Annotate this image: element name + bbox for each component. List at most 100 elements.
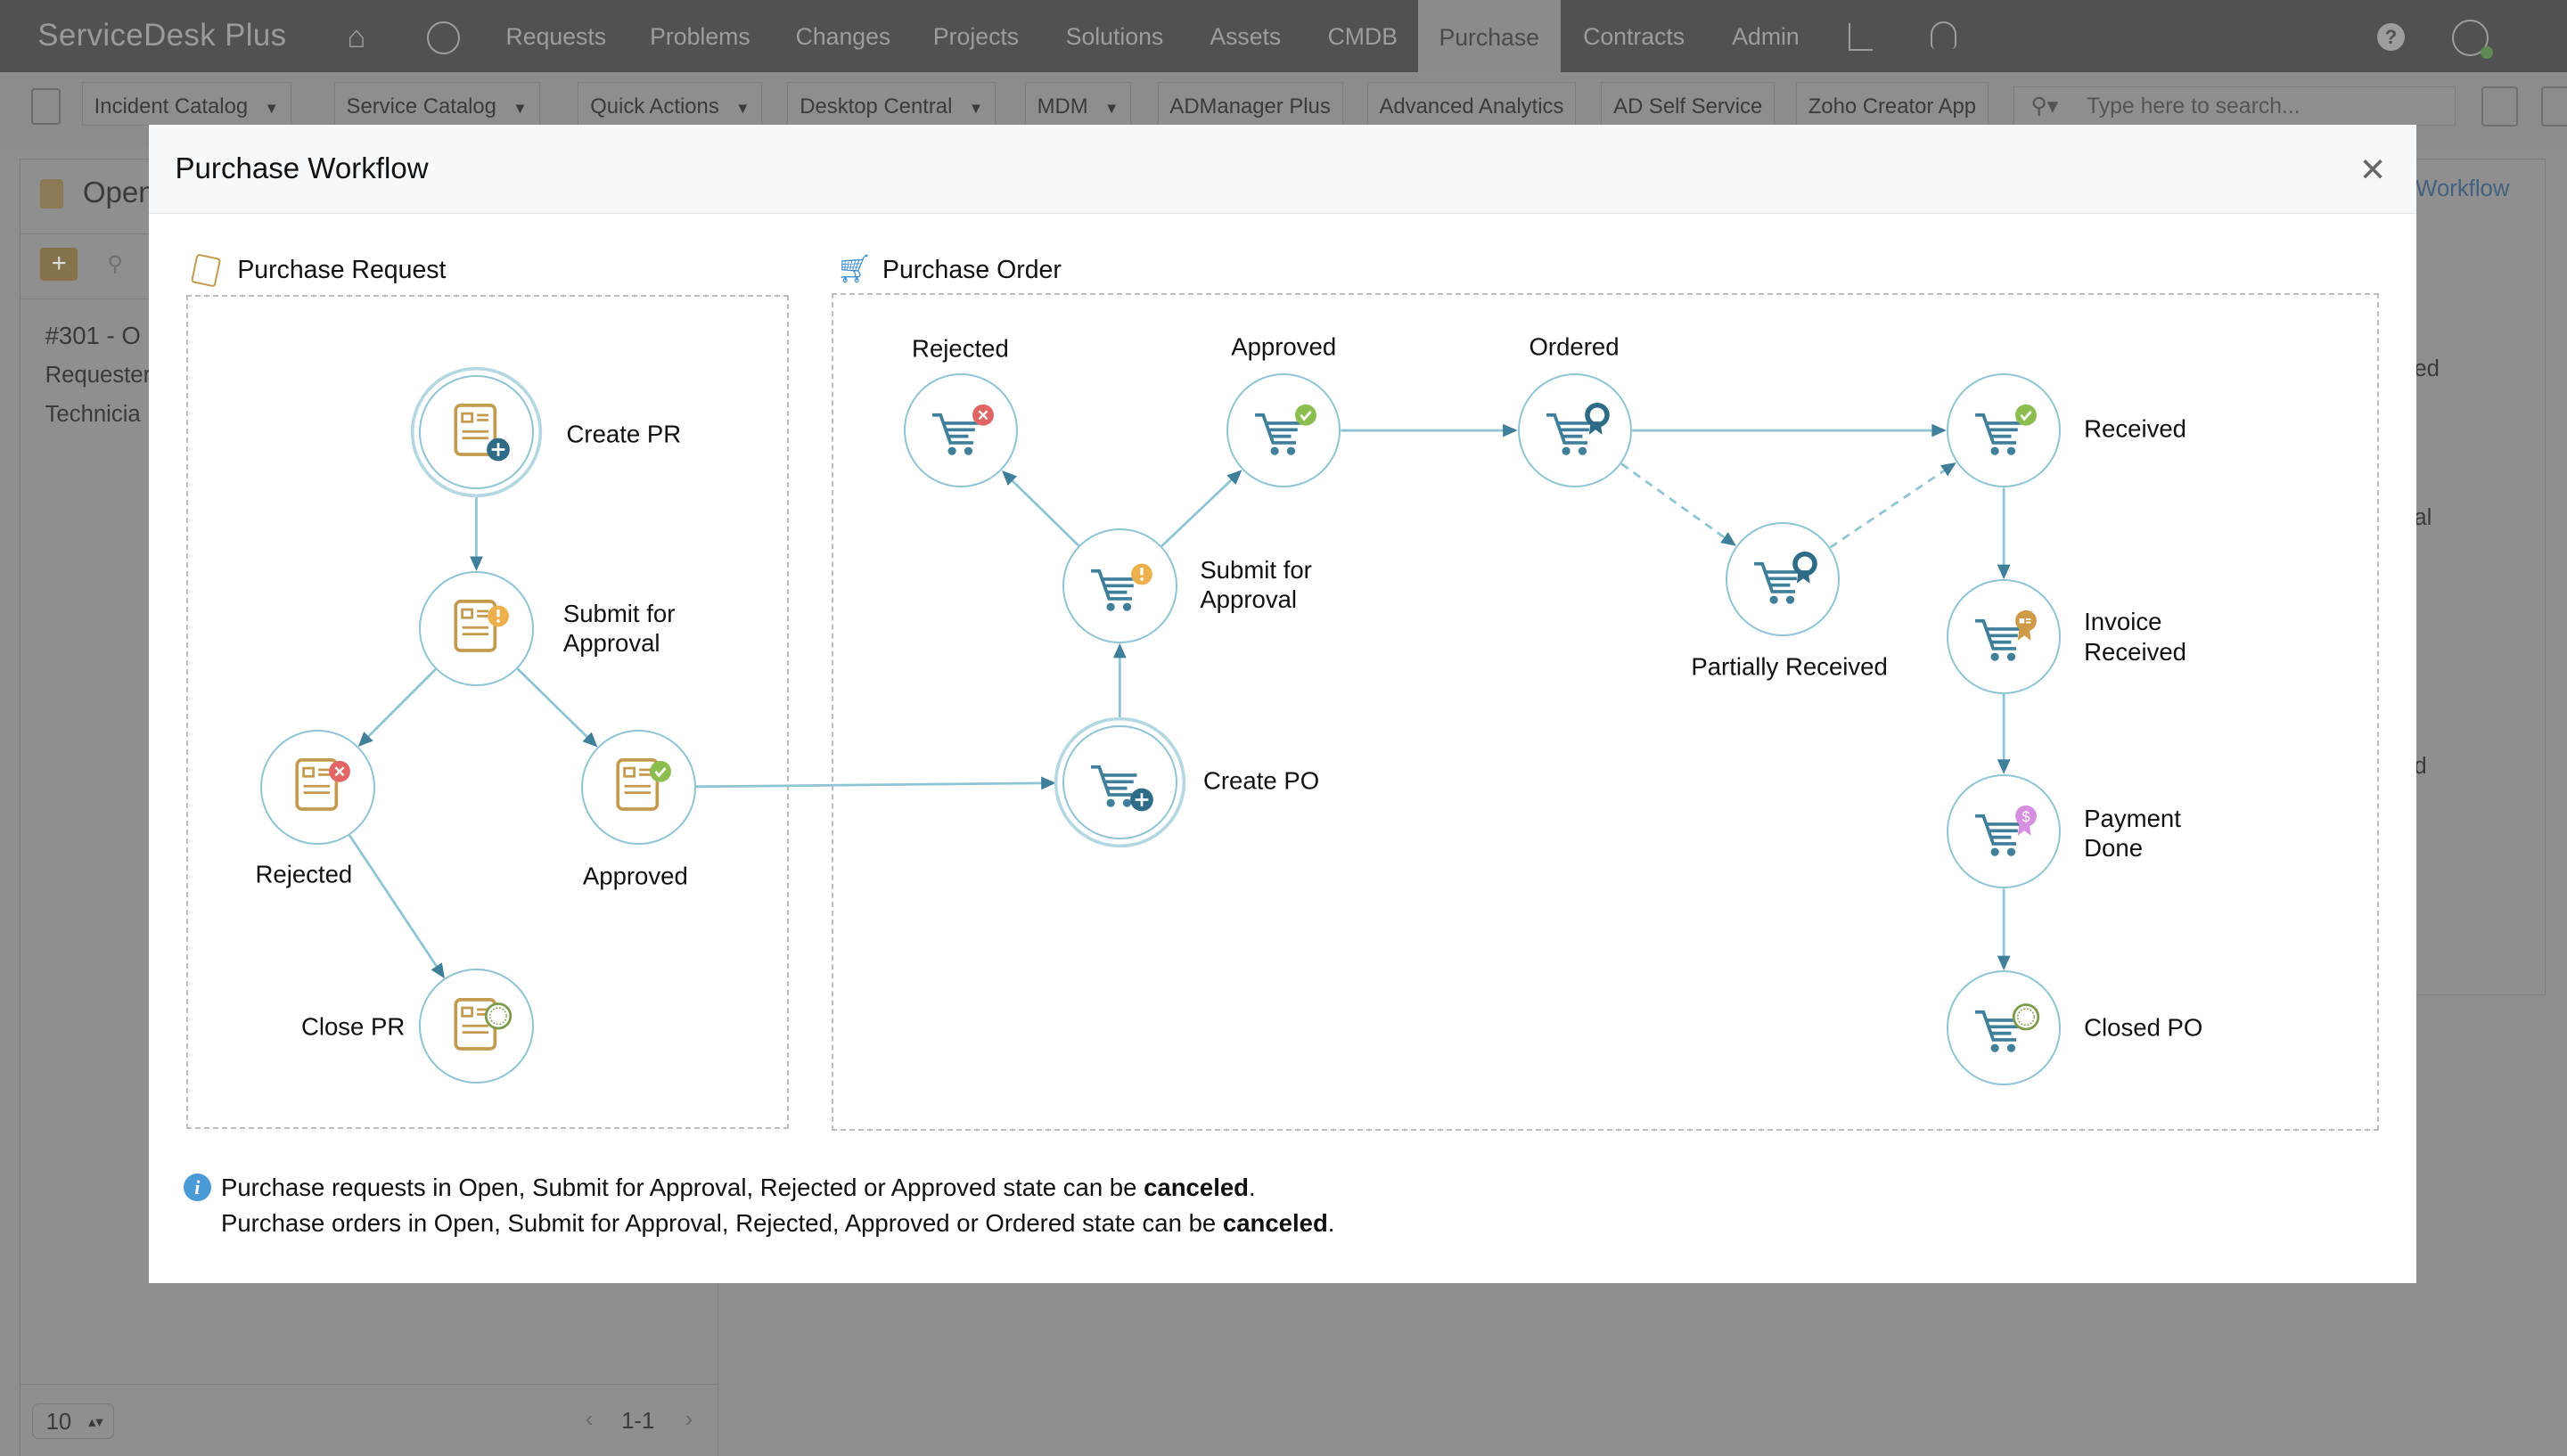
arrow-head-icon (1503, 423, 1518, 438)
state-label: Create PO (1202, 766, 1320, 795)
state-label: Rejected (255, 860, 353, 888)
purchase-request-icon (454, 403, 511, 462)
new-request-icon[interactable] (30, 88, 62, 125)
arrow-head-icon (1997, 759, 2011, 774)
toolbar-item-label: Service Catalog (346, 94, 496, 119)
workflow-link[interactable]: Workflow (2415, 176, 2510, 201)
toolbar-item-mdm[interactable]: MDM ▼ (1024, 81, 1132, 127)
notifications-icon[interactable] (2540, 86, 2567, 127)
toolbar-item-service-catalog[interactable]: Service Catalog ▼ (333, 81, 540, 127)
dashboard-icon[interactable] (427, 20, 461, 54)
edge-po_sub-po_rej (1003, 471, 1080, 547)
arrow-head-icon (1226, 470, 1242, 486)
prev-page-icon[interactable]: ‹ (585, 1406, 594, 1432)
state-node-po-inv (1946, 579, 2062, 694)
arrow-head-icon (470, 556, 483, 572)
chevron-down-icon[interactable]: ▼ (513, 99, 528, 117)
toolbar-item-incident-catalog[interactable]: Incident Catalog ▼ (81, 81, 291, 127)
item-technician: Technicia (45, 401, 141, 427)
state-label-line: Approval (1200, 585, 1298, 613)
state-label-line: Payment (2084, 804, 2181, 832)
state-label-line: Approval (562, 629, 660, 658)
toolbar-item-label: AD Self Service (1613, 94, 1763, 119)
edge-po_ord-po_part (1620, 462, 1735, 545)
edge-pr_submit-pr_rej (359, 667, 438, 746)
shopping-cart-icon (932, 404, 995, 455)
next-page-icon[interactable]: › (685, 1406, 693, 1432)
app-logo[interactable]: ServiceDesk Plus (37, 18, 287, 53)
state-label: Ordered (1529, 332, 1620, 361)
arrow-head-icon (1997, 564, 2011, 580)
headset-icon[interactable] (1930, 20, 1957, 50)
nav-solutions[interactable]: Solutions (1065, 22, 1164, 50)
history-icon[interactable] (2481, 86, 2519, 127)
toolbar-item-quick-actions[interactable]: Quick Actions▼ (578, 81, 763, 127)
nav-problems[interactable]: Problems (650, 22, 750, 50)
shopping-cart-icon (1975, 610, 2038, 662)
shopping-cart-icon (1975, 1003, 2040, 1053)
row-fragment: ed (2414, 356, 2440, 381)
state-label-line: Done (2084, 833, 2144, 862)
nav-projects[interactable]: Projects (932, 22, 1020, 50)
note-pr: Purchase requests in Open, Submit for Ap… (220, 1173, 1256, 1201)
state-node-pr-create (419, 374, 534, 490)
state-node-pr-close (419, 969, 534, 1084)
edge-pr_rej-pr_close (348, 834, 445, 977)
chevron-down-icon[interactable]: ▼ (968, 99, 984, 117)
state-node-pr-app (581, 730, 696, 845)
chevron-down-icon[interactable]: ▼ (735, 99, 750, 117)
purchase-request-icon (454, 997, 513, 1051)
toolbar-item-label: Incident Catalog (94, 94, 249, 119)
state-node-po-sub (1062, 528, 1177, 643)
per-page-select[interactable]: 10▴▾ (31, 1403, 114, 1440)
arrow-head-icon (1041, 776, 1056, 790)
user-avatar-icon[interactable] (2452, 20, 2494, 60)
row-fragment: d (2414, 753, 2427, 779)
arrow-head-icon (1931, 423, 1947, 438)
nav-admin[interactable]: Admin (1732, 22, 1800, 50)
nav-changes[interactable]: Changes (795, 22, 891, 50)
add-button[interactable]: + (40, 248, 78, 282)
reports-icon[interactable] (1848, 22, 1874, 52)
nav-contracts[interactable]: Contracts (1583, 22, 1685, 50)
dialog-header: Purchase Workflow ✕ (149, 124, 2416, 214)
search-icon[interactable]: ⚲ (107, 252, 123, 276)
nav-requests[interactable]: Requests (505, 22, 607, 50)
toolbar-item-desktop-central[interactable]: Desktop Central▼ (787, 81, 996, 127)
panel-title: Open (82, 176, 155, 209)
note-po: Purchase orders in Open, Submit for Appr… (220, 1209, 1335, 1238)
edge-pr_submit-pr_app (516, 667, 596, 746)
arrow-head-icon (1002, 470, 1018, 486)
nav-assets[interactable]: Assets (1210, 22, 1282, 50)
shopping-cart-icon (1975, 404, 2038, 455)
edge-pr_app-po_create (695, 781, 1054, 789)
shopping-cart-icon (1091, 562, 1153, 611)
state-label: Rejected (912, 334, 1009, 363)
pr-workflow-box (186, 294, 790, 1130)
close-icon[interactable]: ✕ (2358, 151, 2387, 188)
help-icon[interactable]: ? (2376, 22, 2406, 51)
item-title[interactable]: #301 - O (45, 321, 141, 349)
nav-cmdb[interactable]: CMDB (1327, 22, 1398, 50)
chevron-down-icon[interactable]: ▼ (264, 99, 279, 117)
toolbar-item-label: ADManager Plus (1169, 94, 1331, 119)
home-icon[interactable]: ⌂ (347, 20, 366, 55)
section-title-po: Purchase Order (882, 255, 1062, 284)
nav-purchase[interactable]: Purchase (1417, 0, 1561, 72)
item-requester: Requester (45, 362, 152, 388)
purchase-list-icon (40, 179, 63, 209)
toolbar-item-zoho-creator-app[interactable]: Zoho Creator App (1795, 81, 1989, 127)
chevron-down-icon[interactable]: ▼ (1103, 99, 1119, 117)
purchase-workflow-dialog: Purchase Workflow ✕ Purchase Request 🛒︎ … (149, 124, 2416, 1283)
state-label-line: Invoice (2084, 608, 2162, 636)
shopping-cart-icon: $ (1975, 805, 2038, 856)
shopping-cart-icon (1091, 765, 1154, 812)
toolbar-item-label: MDM (1037, 94, 1088, 119)
section-title-pr: Purchase Request (237, 255, 447, 284)
state-node-po-rej (903, 372, 1019, 488)
edge-po_part-po_rec (1829, 462, 1955, 549)
state-label-line: Received (2084, 637, 2186, 666)
svg-text:$: $ (2022, 808, 2030, 825)
